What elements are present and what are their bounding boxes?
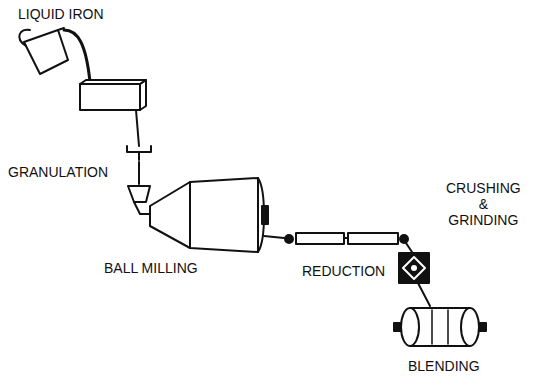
- crusher-detail: [411, 265, 417, 271]
- granulation-tank: [80, 84, 140, 110]
- pulley: [400, 235, 408, 243]
- pulley: [285, 235, 293, 243]
- crusher: [399, 253, 429, 283]
- furnace-section: [348, 233, 398, 244]
- feed-chute: [134, 202, 150, 214]
- blender-end: [461, 308, 479, 346]
- collector-spout: [138, 152, 140, 160]
- crusher-detail: [403, 257, 425, 279]
- process-label: BLENDING: [408, 358, 480, 374]
- process-label: GRANULATION: [8, 164, 108, 180]
- transfer-line: [406, 243, 412, 252]
- process-label: BALL MILLING: [104, 260, 198, 276]
- ball-mill-drum: [150, 178, 258, 252]
- blender-end: [401, 308, 419, 346]
- blender-shaft: [479, 323, 486, 331]
- tank-outlet: [136, 110, 139, 146]
- ball-mill-gear: [262, 206, 268, 224]
- discharge-line: [264, 236, 284, 238]
- tank-side: [140, 80, 146, 110]
- feed-line: [138, 162, 140, 184]
- ball-mill-seam: [189, 182, 191, 248]
- blender-shaft: [394, 323, 401, 331]
- transfer-line: [418, 283, 430, 306]
- process-label: LIQUID IRON: [18, 6, 104, 22]
- ladle-handle: [19, 30, 30, 46]
- feed-hopper: [128, 186, 150, 202]
- iron-stream: [64, 30, 90, 82]
- furnace-section: [296, 233, 344, 244]
- process-label: CRUSHING & GRINDING: [446, 180, 521, 228]
- ladle: [24, 30, 68, 74]
- furnace-joint: [344, 237, 348, 239]
- process-label: REDUCTION: [302, 263, 385, 279]
- blender-band: [432, 310, 448, 344]
